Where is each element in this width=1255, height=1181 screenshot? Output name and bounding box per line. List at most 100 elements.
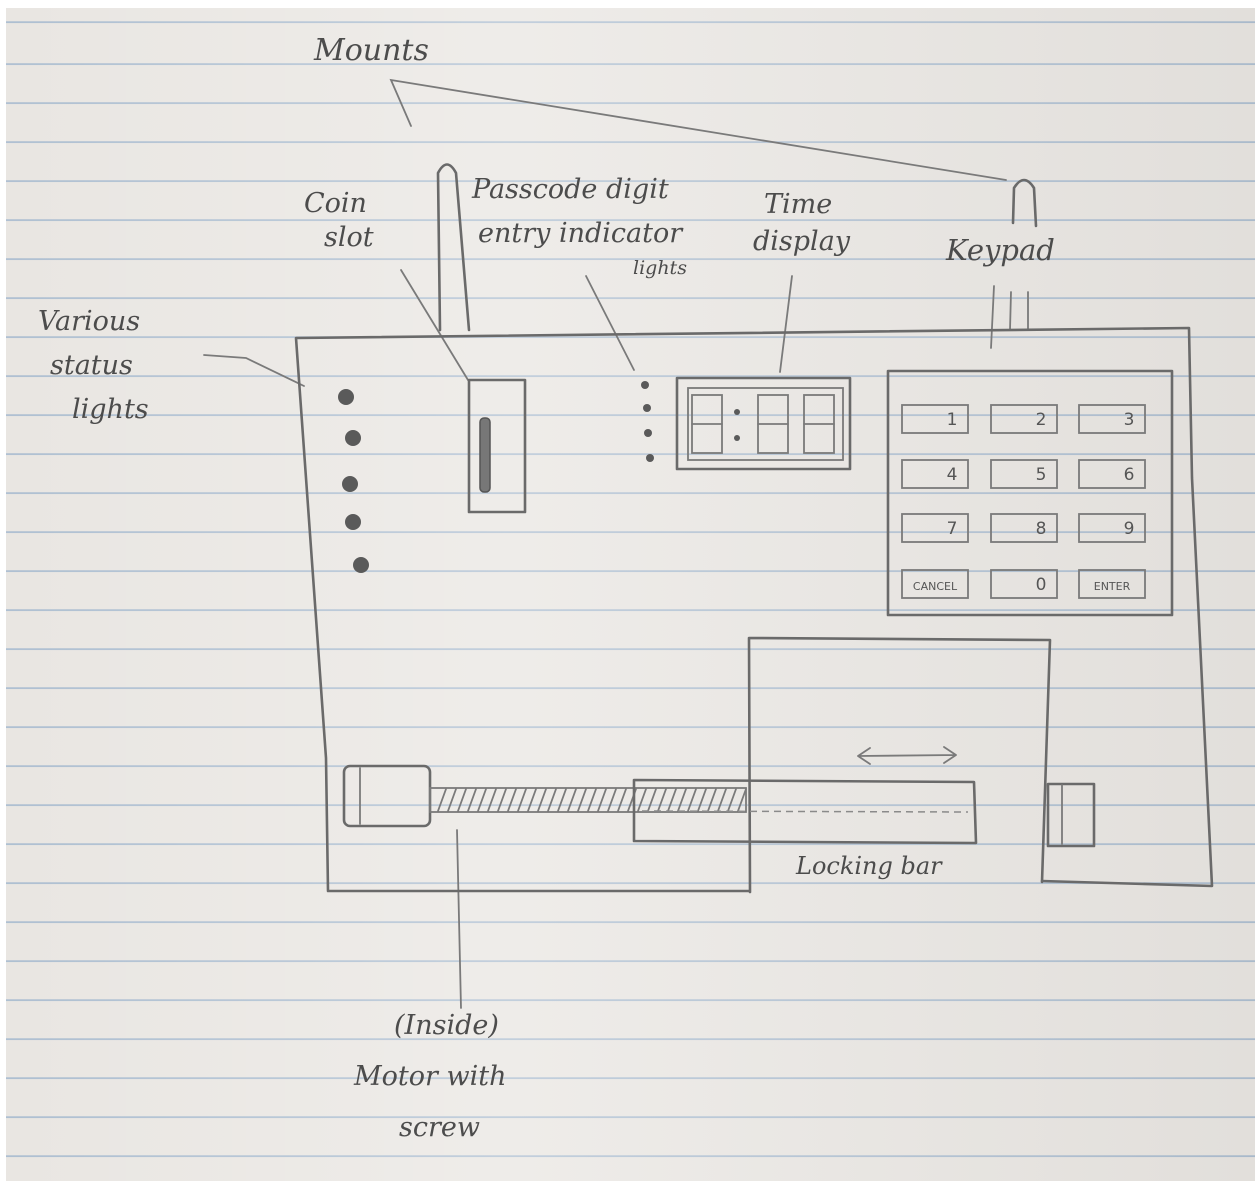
status-light xyxy=(353,557,369,573)
label-motor-line1: (Inside) xyxy=(394,1010,499,1041)
status-light xyxy=(342,476,358,492)
keypad-key-label: 6 xyxy=(1124,465,1135,485)
coin-slot-plate xyxy=(469,380,525,512)
thread-line xyxy=(738,789,746,811)
passcode-indicator-lights xyxy=(641,381,654,462)
keypad-key-outline xyxy=(1079,514,1145,542)
thread-line xyxy=(598,789,606,811)
thread-line xyxy=(578,789,586,811)
label-status-line2: status xyxy=(50,350,133,381)
keypad-key-outline xyxy=(991,514,1057,542)
label-time-display-line2: display xyxy=(753,226,851,257)
thread-line xyxy=(478,789,486,811)
keypad-key-label: 7 xyxy=(947,519,958,539)
thread-line xyxy=(608,789,616,811)
keypad-key: ENTER xyxy=(1079,570,1145,598)
label-status-line3: lights xyxy=(72,394,149,425)
indicator-light xyxy=(646,454,654,462)
latch-receiver xyxy=(1048,784,1094,846)
label-passcode-line2: entry indicator xyxy=(478,218,684,249)
keypad-key-outline xyxy=(902,460,968,488)
keypad-key-outline xyxy=(991,405,1057,433)
status-light xyxy=(345,430,361,446)
time-display-digits xyxy=(692,395,834,453)
thread-line xyxy=(618,789,626,811)
thread-line xyxy=(678,789,686,811)
screw-thread xyxy=(438,789,746,811)
thread-line xyxy=(458,789,466,811)
passcode-leader xyxy=(586,276,634,370)
thread-line xyxy=(538,789,546,811)
keypad-key-outline xyxy=(991,570,1057,598)
keypad-key: 7 xyxy=(902,514,968,542)
coin-slot-opening xyxy=(480,418,490,492)
thread-line xyxy=(688,789,696,811)
status-light xyxy=(338,389,354,405)
indicator-light xyxy=(641,381,649,389)
label-time-display-line1: Time xyxy=(764,189,832,220)
keypad-key: 3 xyxy=(1079,405,1145,433)
keypad-key: 5 xyxy=(991,460,1057,488)
status-light xyxy=(345,514,361,530)
keypad-key: CANCEL xyxy=(902,570,968,598)
housing-outline xyxy=(296,328,1212,891)
thread-line xyxy=(668,789,676,811)
locking-bar-channel xyxy=(642,811,968,812)
keypad-key-outline xyxy=(1079,460,1145,488)
keypad-key-label: 1 xyxy=(947,410,958,430)
keypad-key: 2 xyxy=(991,405,1057,433)
label-coin-slot-line1: Coin xyxy=(304,188,367,219)
keypad-key-label: 5 xyxy=(1036,465,1047,485)
device-body xyxy=(296,328,1212,892)
keypad-key-label: CANCEL xyxy=(913,580,958,593)
thread-line xyxy=(488,789,496,811)
keypad-key-label: 9 xyxy=(1124,519,1135,539)
thread-line xyxy=(658,789,666,811)
coin-slot xyxy=(469,380,525,512)
thread-line xyxy=(588,789,596,811)
keypad-key-label: 2 xyxy=(1036,410,1047,430)
label-motor-line3: screw xyxy=(399,1112,480,1143)
thread-line xyxy=(448,789,456,811)
label-locking-bar: Locking bar xyxy=(795,852,943,880)
thread-line xyxy=(718,789,726,811)
motor-leader xyxy=(457,830,461,1008)
label-keypad: Keypad xyxy=(945,233,1055,267)
thread-line xyxy=(568,789,576,811)
mounts-leader xyxy=(391,80,1006,180)
keypad-key: 8 xyxy=(991,514,1057,542)
keypad-key: 9 xyxy=(1079,514,1145,542)
label-motor-line2: Motor with xyxy=(353,1061,506,1092)
label-status-line1: Various xyxy=(38,306,140,337)
left-mount xyxy=(438,165,469,331)
movement-arrow xyxy=(858,747,956,764)
indicator-light xyxy=(644,429,652,437)
time-colon-dot xyxy=(734,409,740,415)
keypad-key-label: 0 xyxy=(1036,575,1047,595)
label-mounts: Mounts xyxy=(313,33,429,68)
keypad-key-outline xyxy=(1079,405,1145,433)
keypad-frame xyxy=(888,371,1172,615)
keypad-key: 4 xyxy=(902,460,968,488)
motor xyxy=(344,766,430,826)
latch-block xyxy=(1048,784,1094,846)
keypad-leader xyxy=(991,286,994,348)
keypad-key-label: 4 xyxy=(947,465,958,485)
motor-assembly xyxy=(344,766,746,826)
label-passcode-line3: lights xyxy=(633,257,687,279)
status-lights xyxy=(338,389,369,573)
time-display xyxy=(677,378,850,469)
thread-line xyxy=(518,789,526,811)
label-coin-slot-line2: slot xyxy=(324,222,374,253)
right-mount-stem xyxy=(1010,292,1028,330)
keypad-key-label: 3 xyxy=(1124,410,1135,430)
thread-line xyxy=(708,789,716,811)
thread-line xyxy=(438,789,446,811)
keypad-key: 0 xyxy=(991,570,1057,598)
thread-line xyxy=(498,789,506,811)
keypad-key-outline xyxy=(902,514,968,542)
